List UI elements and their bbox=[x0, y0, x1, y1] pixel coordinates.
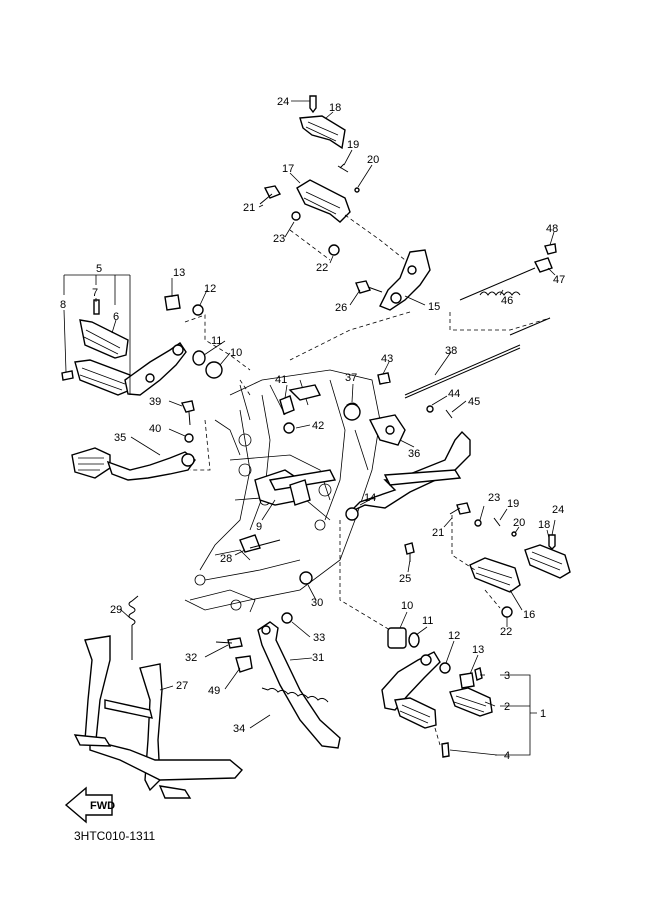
svg-text:FWD: FWD bbox=[90, 800, 115, 812]
side-stand-31 bbox=[215, 571, 341, 749]
callout-25: 25 bbox=[399, 573, 411, 585]
right-footrest-lower bbox=[381, 627, 493, 758]
callout-22a: 22 bbox=[316, 262, 328, 274]
callout-31: 31 bbox=[312, 652, 324, 664]
rear-brake-rod bbox=[377, 243, 557, 419]
callout-40: 40 bbox=[149, 423, 161, 435]
fwd-arrow-icon: FWD bbox=[64, 786, 115, 824]
callout-20a: 20 bbox=[367, 154, 379, 166]
callout-18a: 18 bbox=[329, 102, 341, 114]
callout-10a: 10 bbox=[230, 347, 242, 359]
callout-20b: 20 bbox=[513, 517, 525, 529]
callout-13b: 13 bbox=[472, 644, 484, 656]
callout-28: 28 bbox=[220, 553, 232, 565]
callout-45: 45 bbox=[468, 396, 480, 408]
callout-29: 29 bbox=[110, 604, 122, 616]
callout-5: 5 bbox=[96, 263, 102, 275]
brake-pedal-14 bbox=[343, 402, 471, 521]
callout-38: 38 bbox=[445, 345, 457, 357]
frame-section bbox=[184, 369, 381, 613]
callout-35: 35 bbox=[114, 432, 126, 444]
center-parts bbox=[239, 384, 415, 562]
callout-12a: 12 bbox=[204, 283, 216, 295]
callout-36: 36 bbox=[408, 448, 420, 460]
callout-1: 1 bbox=[540, 708, 546, 720]
callout-16: 16 bbox=[523, 609, 535, 621]
alignment-lines bbox=[184, 214, 551, 746]
callout-21a: 21 bbox=[243, 202, 255, 214]
callout-26: 26 bbox=[335, 302, 347, 314]
footrest-rubber-6 bbox=[79, 319, 129, 359]
callout-39: 39 bbox=[149, 396, 161, 408]
center-stand-27 bbox=[73, 595, 243, 799]
callout-11a: 11 bbox=[211, 335, 222, 347]
callout-labels: 1 2 3 4 5 6 7 8 9 10 10 11 11 12 12 13 1… bbox=[60, 96, 565, 762]
callout-24a: 24 bbox=[277, 96, 289, 108]
callout-24b: 24 bbox=[552, 504, 564, 516]
callout-12b: 12 bbox=[448, 630, 460, 642]
callout-19b: 19 bbox=[507, 498, 519, 510]
callout-48: 48 bbox=[546, 223, 558, 235]
callout-19a: 19 bbox=[347, 139, 359, 151]
callout-2: 2 bbox=[504, 701, 510, 713]
callout-3: 3 bbox=[504, 670, 510, 682]
callout-23a: 23 bbox=[273, 233, 285, 245]
callout-30: 30 bbox=[311, 597, 323, 609]
rear-footrest-upper bbox=[259, 95, 360, 256]
shift-pedal-35 bbox=[71, 400, 196, 481]
right-footrest-upper bbox=[449, 502, 571, 618]
callout-7: 7 bbox=[92, 287, 98, 299]
left-footrest-group bbox=[61, 294, 223, 396]
diagram-code: 3HTC010-1311 bbox=[74, 829, 156, 843]
footrest-rubber-18 bbox=[299, 115, 346, 150]
rear-bracket-15 bbox=[355, 249, 431, 311]
callout-6: 6 bbox=[113, 311, 119, 323]
callout-13a: 13 bbox=[173, 267, 185, 279]
callout-14: 14 bbox=[364, 492, 376, 504]
callout-21b: 21 bbox=[432, 527, 444, 539]
callout-23b: 23 bbox=[488, 492, 500, 504]
callout-10b: 10 bbox=[401, 600, 413, 612]
callout-18b: 18 bbox=[538, 519, 550, 531]
callout-49: 49 bbox=[208, 685, 220, 697]
callout-46: 46 bbox=[501, 295, 513, 307]
callout-47: 47 bbox=[553, 274, 565, 286]
callout-32: 32 bbox=[185, 652, 197, 664]
callout-41: 41 bbox=[275, 374, 287, 386]
callout-43: 43 bbox=[381, 353, 393, 365]
callout-11b: 11 bbox=[422, 615, 433, 627]
callout-34: 34 bbox=[233, 723, 245, 735]
callout-37: 37 bbox=[345, 372, 357, 384]
callout-27: 27 bbox=[176, 680, 188, 692]
callout-8: 8 bbox=[60, 299, 66, 311]
callout-9: 9 bbox=[256, 521, 262, 533]
callout-44: 44 bbox=[448, 388, 460, 400]
callout-17: 17 bbox=[282, 163, 294, 175]
callout-22b: 22 bbox=[500, 626, 512, 638]
callout-15: 15 bbox=[428, 301, 440, 313]
callout-4: 4 bbox=[504, 750, 510, 762]
leader-lines bbox=[63, 100, 556, 756]
footrest-17 bbox=[296, 179, 351, 223]
callout-33: 33 bbox=[313, 632, 325, 644]
callout-42: 42 bbox=[312, 420, 324, 432]
